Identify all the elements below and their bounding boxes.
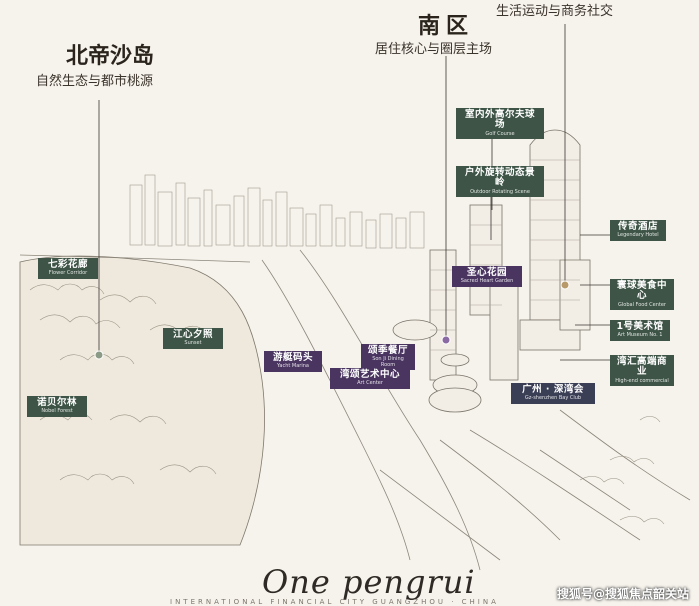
north-title: 北帝沙岛 (66, 43, 155, 69)
south-towers (392, 129, 591, 413)
bottom-strip-text: INTERNATIONAL FINANCIAL CITY GUANGZHOU ·… (170, 598, 499, 606)
south-subtitle: 居住核心与圈层主场 (375, 42, 493, 57)
marker-dot-sunset (94, 350, 104, 360)
roads (379, 409, 691, 561)
marker-dot-sacred-heart (441, 335, 451, 345)
watermark: 搜狐号@搜狐焦点韶关站 (556, 587, 689, 601)
south-top-caption: 生活运动与商务社交 (496, 4, 614, 19)
leader-lines (98, 24, 610, 361)
river-bank-left (261, 259, 411, 561)
signature-logo: One pengrui (262, 563, 476, 601)
river-bank-right (299, 249, 481, 571)
distant-skyline (129, 174, 425, 249)
south-title: 南区 (418, 13, 475, 39)
marker-dot-golf (560, 280, 570, 290)
north-subtitle: 自然生态与都市桃源 (36, 74, 154, 89)
